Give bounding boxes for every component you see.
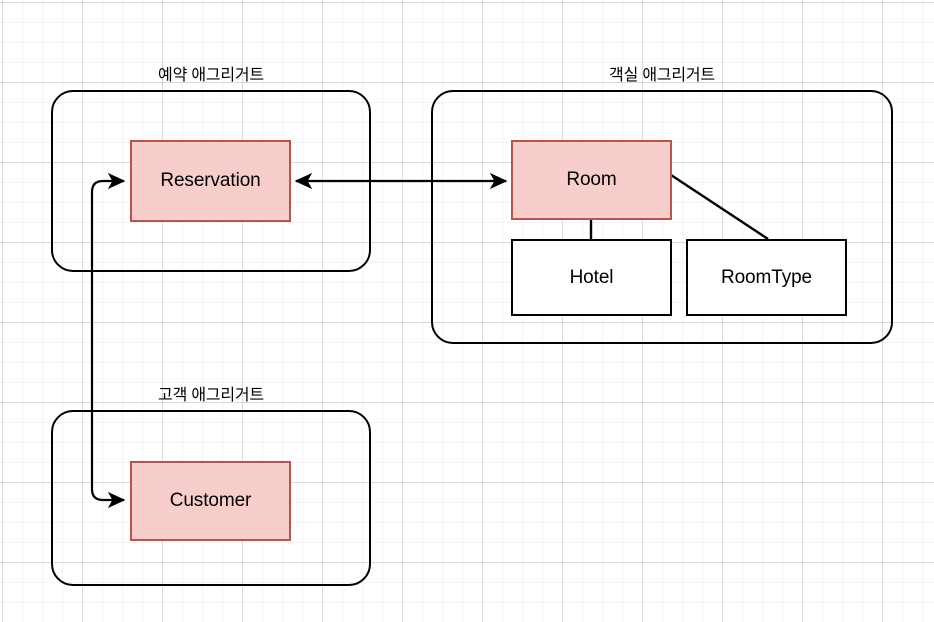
entity-label-room: Room [566, 169, 617, 190]
entity-roomtype[interactable]: RoomType [686, 239, 847, 316]
entity-label-roomtype: RoomType [720, 266, 813, 288]
aggregate-boundary-room[interactable] [431, 90, 893, 344]
entity-label-reservation: Reservation [160, 170, 261, 191]
aggregate-title-customer: 고객 애그리거트 [158, 387, 264, 404]
aggregate-title-reservation: 예약 애그리거트 [158, 67, 264, 84]
aggregate-title-room: 객실 애그리거트 [609, 67, 715, 84]
entity-label-hotel: Hotel [569, 266, 614, 288]
entity-reservation[interactable]: Reservation [130, 140, 291, 222]
entity-hotel[interactable]: Hotel [511, 239, 672, 316]
entity-room[interactable]: Room [511, 140, 672, 220]
entity-customer[interactable]: Customer [130, 461, 291, 541]
entity-label-customer: Customer [169, 490, 252, 511]
aggregate-boundary-customer[interactable] [51, 410, 371, 586]
